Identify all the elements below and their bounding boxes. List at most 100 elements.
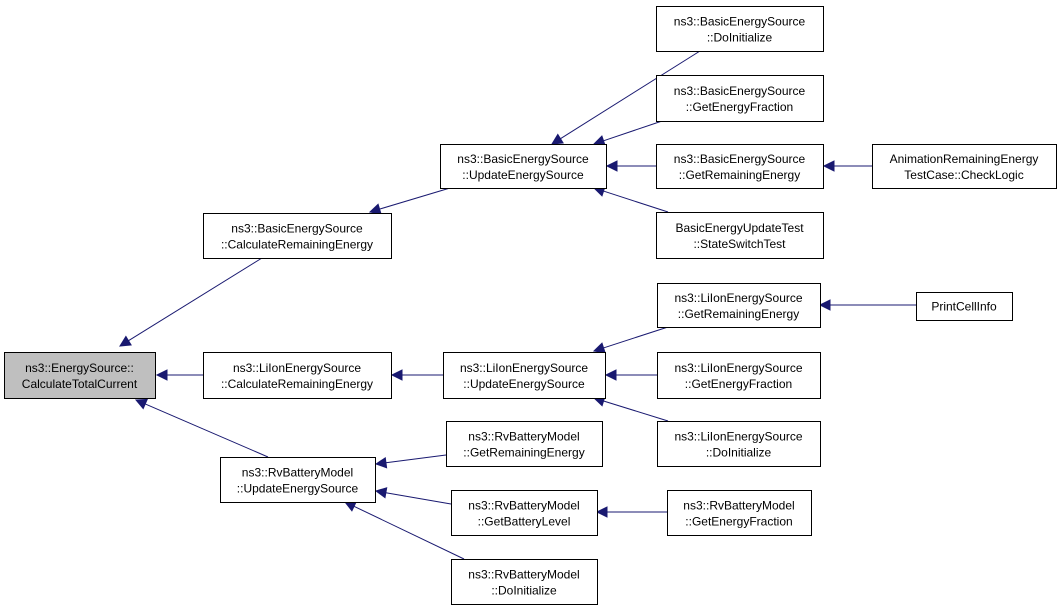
function-node-label-line1: ns3::LiIonEnergySource xyxy=(674,430,802,444)
function-node-rvbatterymodel-updateenergysource[interactable]: ns3::RvBatteryModel::UpdateEnergySource xyxy=(220,457,376,503)
function-node-label-line2: TestCase::CheckLogic xyxy=(904,168,1023,182)
arrowhead-icon xyxy=(134,398,148,410)
call-edge-line xyxy=(560,50,701,140)
function-node-box xyxy=(657,283,821,328)
function-node-box xyxy=(220,457,376,503)
call-edge-rvbatterymodel-doinitialize-to-rvbatterymodel-updateenergysource xyxy=(343,501,465,560)
call-edge-basicenergysource-doinitialize-to-basicenergysource-updateenergysource xyxy=(551,50,701,145)
function-node-box xyxy=(667,490,812,536)
call-edge-basicenergysource-getremainingenergy-to-basicenergysource-updateenergysource xyxy=(605,160,656,172)
call-edge-line xyxy=(603,118,669,142)
function-node-label-line1: ns3::BasicEnergySource xyxy=(231,222,363,236)
function-node-label-line2: ::UpdateEnergySource xyxy=(463,377,585,391)
function-node-label-line2: ::StateSwitchTest xyxy=(693,237,786,251)
arrowhead-icon xyxy=(551,133,564,145)
function-node-label-line1: ns3::LiIonEnergySource xyxy=(233,361,361,375)
function-node-label-line1: ns3::RvBatteryModel xyxy=(242,466,353,480)
function-node-rvbatterymodel-doinitialize[interactable]: ns3::RvBatteryModel::DoInitialize xyxy=(451,559,598,605)
arrowhead-icon xyxy=(818,299,831,311)
function-node-lionenergysource-getremainingenergy[interactable]: ns3::LiIonEnergySource::GetRemainingEner… xyxy=(657,283,821,328)
function-node-energysource-calculatetotalcurrent[interactable]: ns3::EnergySource::CalculateTotalCurrent xyxy=(4,352,156,399)
function-node-animationremainingenergytestcase-checklogic[interactable]: AnimationRemainingEnergyTestCase::CheckL… xyxy=(872,144,1057,189)
call-edge-line xyxy=(603,190,669,213)
function-node-label-line2: CalculateTotalCurrent xyxy=(22,377,138,391)
function-node-box xyxy=(451,559,598,605)
call-nodes: ns3::EnergySource::CalculateTotalCurrent… xyxy=(4,6,1057,605)
call-edge-line xyxy=(128,257,263,342)
arrowhead-icon xyxy=(374,456,388,469)
function-node-lionenergysource-calculateremainingenergy[interactable]: ns3::LiIonEnergySource::CalculateRemaini… xyxy=(203,352,392,399)
function-node-basicenergysource-doinitialize[interactable]: ns3::BasicEnergySource::DoInitialize xyxy=(656,6,824,52)
function-node-basicenergysource-calculateremainingenergy[interactable]: ns3::BasicEnergySource::CalculateRemaini… xyxy=(203,213,392,259)
arrowhead-icon xyxy=(343,501,357,512)
function-node-label-line1: ns3::BasicEnergySource xyxy=(674,152,806,166)
arrowhead-icon xyxy=(374,487,388,499)
function-node-label-line1: ns3::RvBatteryModel xyxy=(468,568,579,582)
call-edge-rvbatterymodel-getremainingenergy-to-rvbatterymodel-updateenergysource xyxy=(374,454,447,469)
function-node-label-line1: ns3::BasicEnergySource xyxy=(457,152,589,166)
call-edge-rvbatterymodel-updateenergysource-to-energysource-calculatetotalcurrent xyxy=(134,398,269,458)
function-node-box xyxy=(657,352,821,399)
function-node-label-line2: ::GetBatteryLevel xyxy=(478,515,571,529)
call-edge-animationremainingenergytestcase-checklogic-to-basicenergysource-getremainingenergy xyxy=(822,160,872,172)
function-node-label-line2: ::GetRemainingEnergy xyxy=(679,168,800,182)
call-edge-lionenergysource-doinitialize-to-lionenergysource-updateenergysource xyxy=(592,395,669,422)
arrowhead-icon xyxy=(368,203,382,215)
call-edge-rvbatterymodel-getenergyfraction-to-rvbatterymodel-getbatterylevel xyxy=(595,506,667,518)
arrowhead-icon xyxy=(595,506,608,518)
function-node-box xyxy=(451,490,598,536)
function-node-label-line1: ns3::RvBatteryModel xyxy=(468,430,579,444)
function-node-label-line2: ::DoInitialize xyxy=(707,31,773,45)
function-node-box xyxy=(4,352,156,399)
function-node-label-line2: ::GetEnergyFraction xyxy=(685,515,792,529)
arrowhead-icon xyxy=(604,369,617,381)
function-node-box xyxy=(657,421,821,467)
function-node-rvbatterymodel-getbatterylevel[interactable]: ns3::RvBatteryModel::GetBatteryLevel xyxy=(451,490,598,536)
call-edge-basicenergysource-updateenergysource-to-basicenergysource-calculateremainingenergy xyxy=(368,187,451,215)
function-node-label-line2: ::GetEnergyFraction xyxy=(685,377,792,391)
function-node-printcellinfo[interactable]: PrintCellInfo xyxy=(916,292,1013,321)
call-edge-line xyxy=(385,492,452,505)
function-node-box xyxy=(872,144,1057,189)
function-node-basicenergysource-getremainingenergy[interactable]: ns3::BasicEnergySource::GetRemainingEner… xyxy=(656,144,824,189)
arrowhead-icon xyxy=(390,369,403,381)
arrowhead-icon xyxy=(592,342,606,354)
call-edge-line xyxy=(379,187,451,210)
call-edge-line xyxy=(385,454,447,464)
function-node-box xyxy=(443,352,606,399)
function-node-basicenergysource-getenergyfraction[interactable]: ns3::BasicEnergySource::GetEnergyFractio… xyxy=(656,75,824,122)
function-node-label-line1: AnimationRemainingEnergy xyxy=(890,152,1039,166)
function-node-label-line1: PrintCellInfo xyxy=(931,300,997,314)
function-node-rvbatterymodel-getremainingenergy[interactable]: ns3::RvBatteryModel::GetRemainingEnergy xyxy=(446,421,603,467)
function-node-box xyxy=(656,144,824,189)
function-node-box xyxy=(446,421,603,467)
function-node-lionenergysource-getenergyfraction[interactable]: ns3::LiIonEnergySource::GetEnergyFractio… xyxy=(657,352,821,399)
arrowhead-icon xyxy=(155,369,168,381)
call-edge-line xyxy=(353,505,465,560)
function-node-label-line2: ::GetRemainingEnergy xyxy=(678,307,799,321)
function-node-box xyxy=(203,213,392,259)
arrowhead-icon xyxy=(605,160,618,172)
function-node-label-line2: ::CalculateRemainingEnergy xyxy=(221,377,373,391)
arrowhead-icon xyxy=(822,160,835,172)
call-edge-printcellinfo-to-lionenergysource-getremainingenergy xyxy=(818,299,916,311)
function-node-basicenergyupdatetest-stateswitchtest[interactable]: BasicEnergyUpdateTest::StateSwitchTest xyxy=(656,212,824,259)
function-node-basicenergysource-updateenergysource[interactable]: ns3::BasicEnergySource::UpdateEnergySour… xyxy=(440,144,607,189)
function-node-box xyxy=(656,75,824,122)
function-node-label-line1: ns3::BasicEnergySource xyxy=(674,84,806,98)
function-node-label-line1: ns3::EnergySource:: xyxy=(25,361,134,375)
function-node-box xyxy=(440,144,607,189)
function-node-label-line2: ::CalculateRemainingEnergy xyxy=(221,238,373,252)
call-edge-lionenergysource-updateenergysource-to-lionenergysource-calculateremainingenergy xyxy=(390,369,443,381)
function-node-label-line1: BasicEnergyUpdateTest xyxy=(675,221,804,235)
function-node-label-line2: ::UpdateEnergySource xyxy=(237,482,359,496)
function-node-lionenergysource-doinitialize[interactable]: ns3::LiIonEnergySource::DoInitialize xyxy=(657,421,821,467)
call-edge-basicenergysource-calculateremainingenergy-to-energysource-calculatetotalcurrent xyxy=(119,257,263,347)
function-node-rvbatterymodel-getenergyfraction[interactable]: ns3::RvBatteryModel::GetEnergyFraction xyxy=(667,490,812,536)
call-edge-lionenergysource-getenergyfraction-to-lionenergysource-updateenergysource xyxy=(604,369,657,381)
call-edge-line xyxy=(603,326,669,349)
function-node-lionenergysource-updateenergysource[interactable]: ns3::LiIonEnergySource::UpdateEnergySour… xyxy=(443,352,606,399)
function-node-label-line1: ns3::LiIonEnergySource xyxy=(460,361,588,375)
function-node-label-line1: ns3::LiIonEnergySource xyxy=(674,291,802,305)
